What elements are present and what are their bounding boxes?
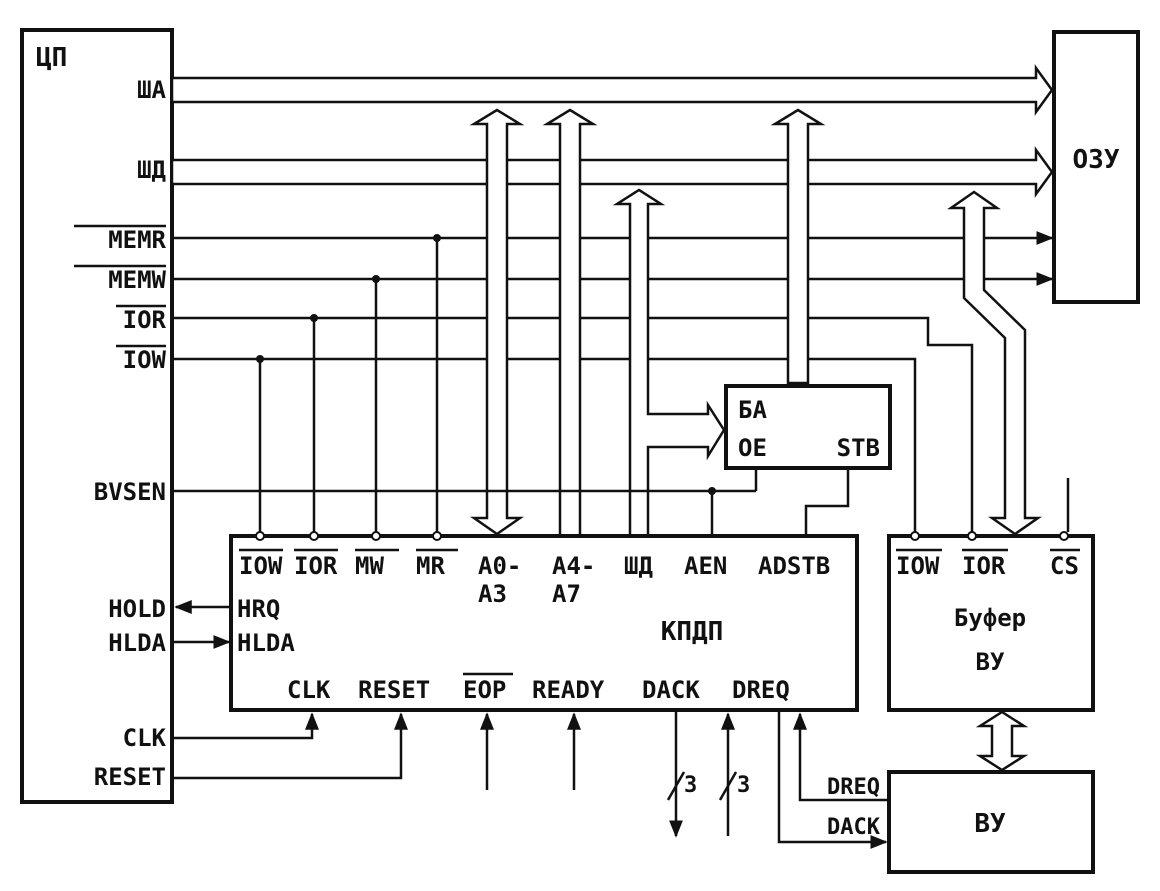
cpu-hlda-label: HLDA [108, 629, 166, 657]
cpu-reset-label: RESET [94, 763, 166, 791]
dma-ready-label: READY [532, 676, 605, 704]
cpu-ior-label: IOR [123, 306, 167, 334]
cpu-iow-label: IOW [123, 346, 167, 374]
cpu-bvsen-label: BVSEN [94, 478, 166, 506]
dma-title: КПДП [661, 617, 724, 647]
cpu-clk-label: CLK [123, 724, 167, 752]
memr-line [172, 231, 1054, 536]
clk-line [172, 712, 319, 740]
dma-a7-label: A7 [552, 580, 581, 608]
dma-aen-label: AEN [684, 552, 727, 580]
device-dack-line [777, 710, 888, 849]
address-buffer-block: БА OE STB [724, 384, 892, 470]
address-buffer-oe: OE [738, 434, 767, 462]
io-buffer-iow-label: IOW [896, 552, 940, 580]
dma-clk-label: CLK [287, 676, 331, 704]
cpu-title: ЦП [36, 43, 67, 73]
dma-dreq-label: DREQ [732, 676, 790, 704]
dma-hlda-label: HLDA [237, 629, 295, 657]
io-buffer-block: IOW IOR CS Буфер ВУ [887, 531, 1095, 712]
io-buffer-ior-label: IOR [962, 552, 1006, 580]
address-buffer-title: БА [738, 396, 767, 424]
dma-mw-label: MW [355, 552, 384, 580]
bus-data-io-buffer [947, 190, 1042, 536]
ior-line [172, 314, 974, 536]
dma-a3-label: A3 [478, 580, 507, 608]
io-buffer-cs-label: CS [1050, 552, 1079, 580]
io-device-block: ВУ [887, 770, 1095, 874]
cpu-memr-label: MEMR [108, 226, 166, 254]
io-buffer-title-line1: Буфер [954, 604, 1026, 632]
bvsen-line [172, 468, 758, 536]
bus-buffer-device [975, 710, 1029, 772]
cpu-memw-label: MEMW [108, 266, 166, 294]
adstb-line [804, 468, 850, 536]
ram-block: ОЗУ [1052, 30, 1140, 304]
reset-line [172, 712, 408, 780]
dma-mr-label: MR [416, 552, 445, 580]
bus-a0-a3 [469, 108, 525, 536]
dma-a0-label: A0- [478, 552, 521, 580]
cpu-data-bus-label: ШД [137, 156, 166, 184]
cpu-hold-label: HOLD [108, 595, 166, 623]
dma-hrq-label: HRQ [237, 595, 280, 623]
bus-addr-buffer-out [770, 108, 826, 385]
io-device-dack-label: DACK [827, 815, 881, 840]
memw-line [172, 272, 1054, 536]
dma-a4-label: A4- [552, 552, 595, 580]
iow-line [172, 355, 917, 536]
io-device-title: ВУ [974, 809, 1006, 839]
io-device-dreq-label: DREQ [827, 775, 880, 800]
dma-reset-label: RESET [358, 676, 430, 704]
dreq-input-line: 3 [718, 712, 750, 836]
io-buffer-title-line2: ВУ [976, 648, 1005, 676]
dack-width-label: 3 [684, 773, 697, 798]
address-bus [170, 64, 1054, 116]
bus-data-dma [612, 188, 726, 538]
dma-adstb-label: ADSTB [758, 552, 830, 580]
dma-dack-label: DACK [642, 676, 700, 704]
dma-eop-label: EOP [463, 676, 506, 704]
ram-title: ОЗУ [1073, 145, 1120, 175]
dack-output-line: 3 [666, 710, 697, 838]
cpu-block: ЦП ША ШД MEMR MEMW IOR IOW BVSEN HOLD HL… [20, 28, 174, 804]
dma-ior-label: IOR [294, 552, 338, 580]
dma-iow-label: IOW [239, 552, 283, 580]
cpu-address-bus-label: ША [137, 76, 166, 104]
dma-controller-block: IOW IOR MW MR A0- A3 A4- A7 ШД AEN ADSTB… [229, 531, 859, 712]
device-dreq-line [793, 712, 888, 802]
dreq-width-label: 3 [737, 773, 750, 798]
dma-data-label: ШД [624, 552, 653, 580]
data-bus [170, 146, 1054, 198]
address-buffer-stb: STB [837, 434, 880, 462]
